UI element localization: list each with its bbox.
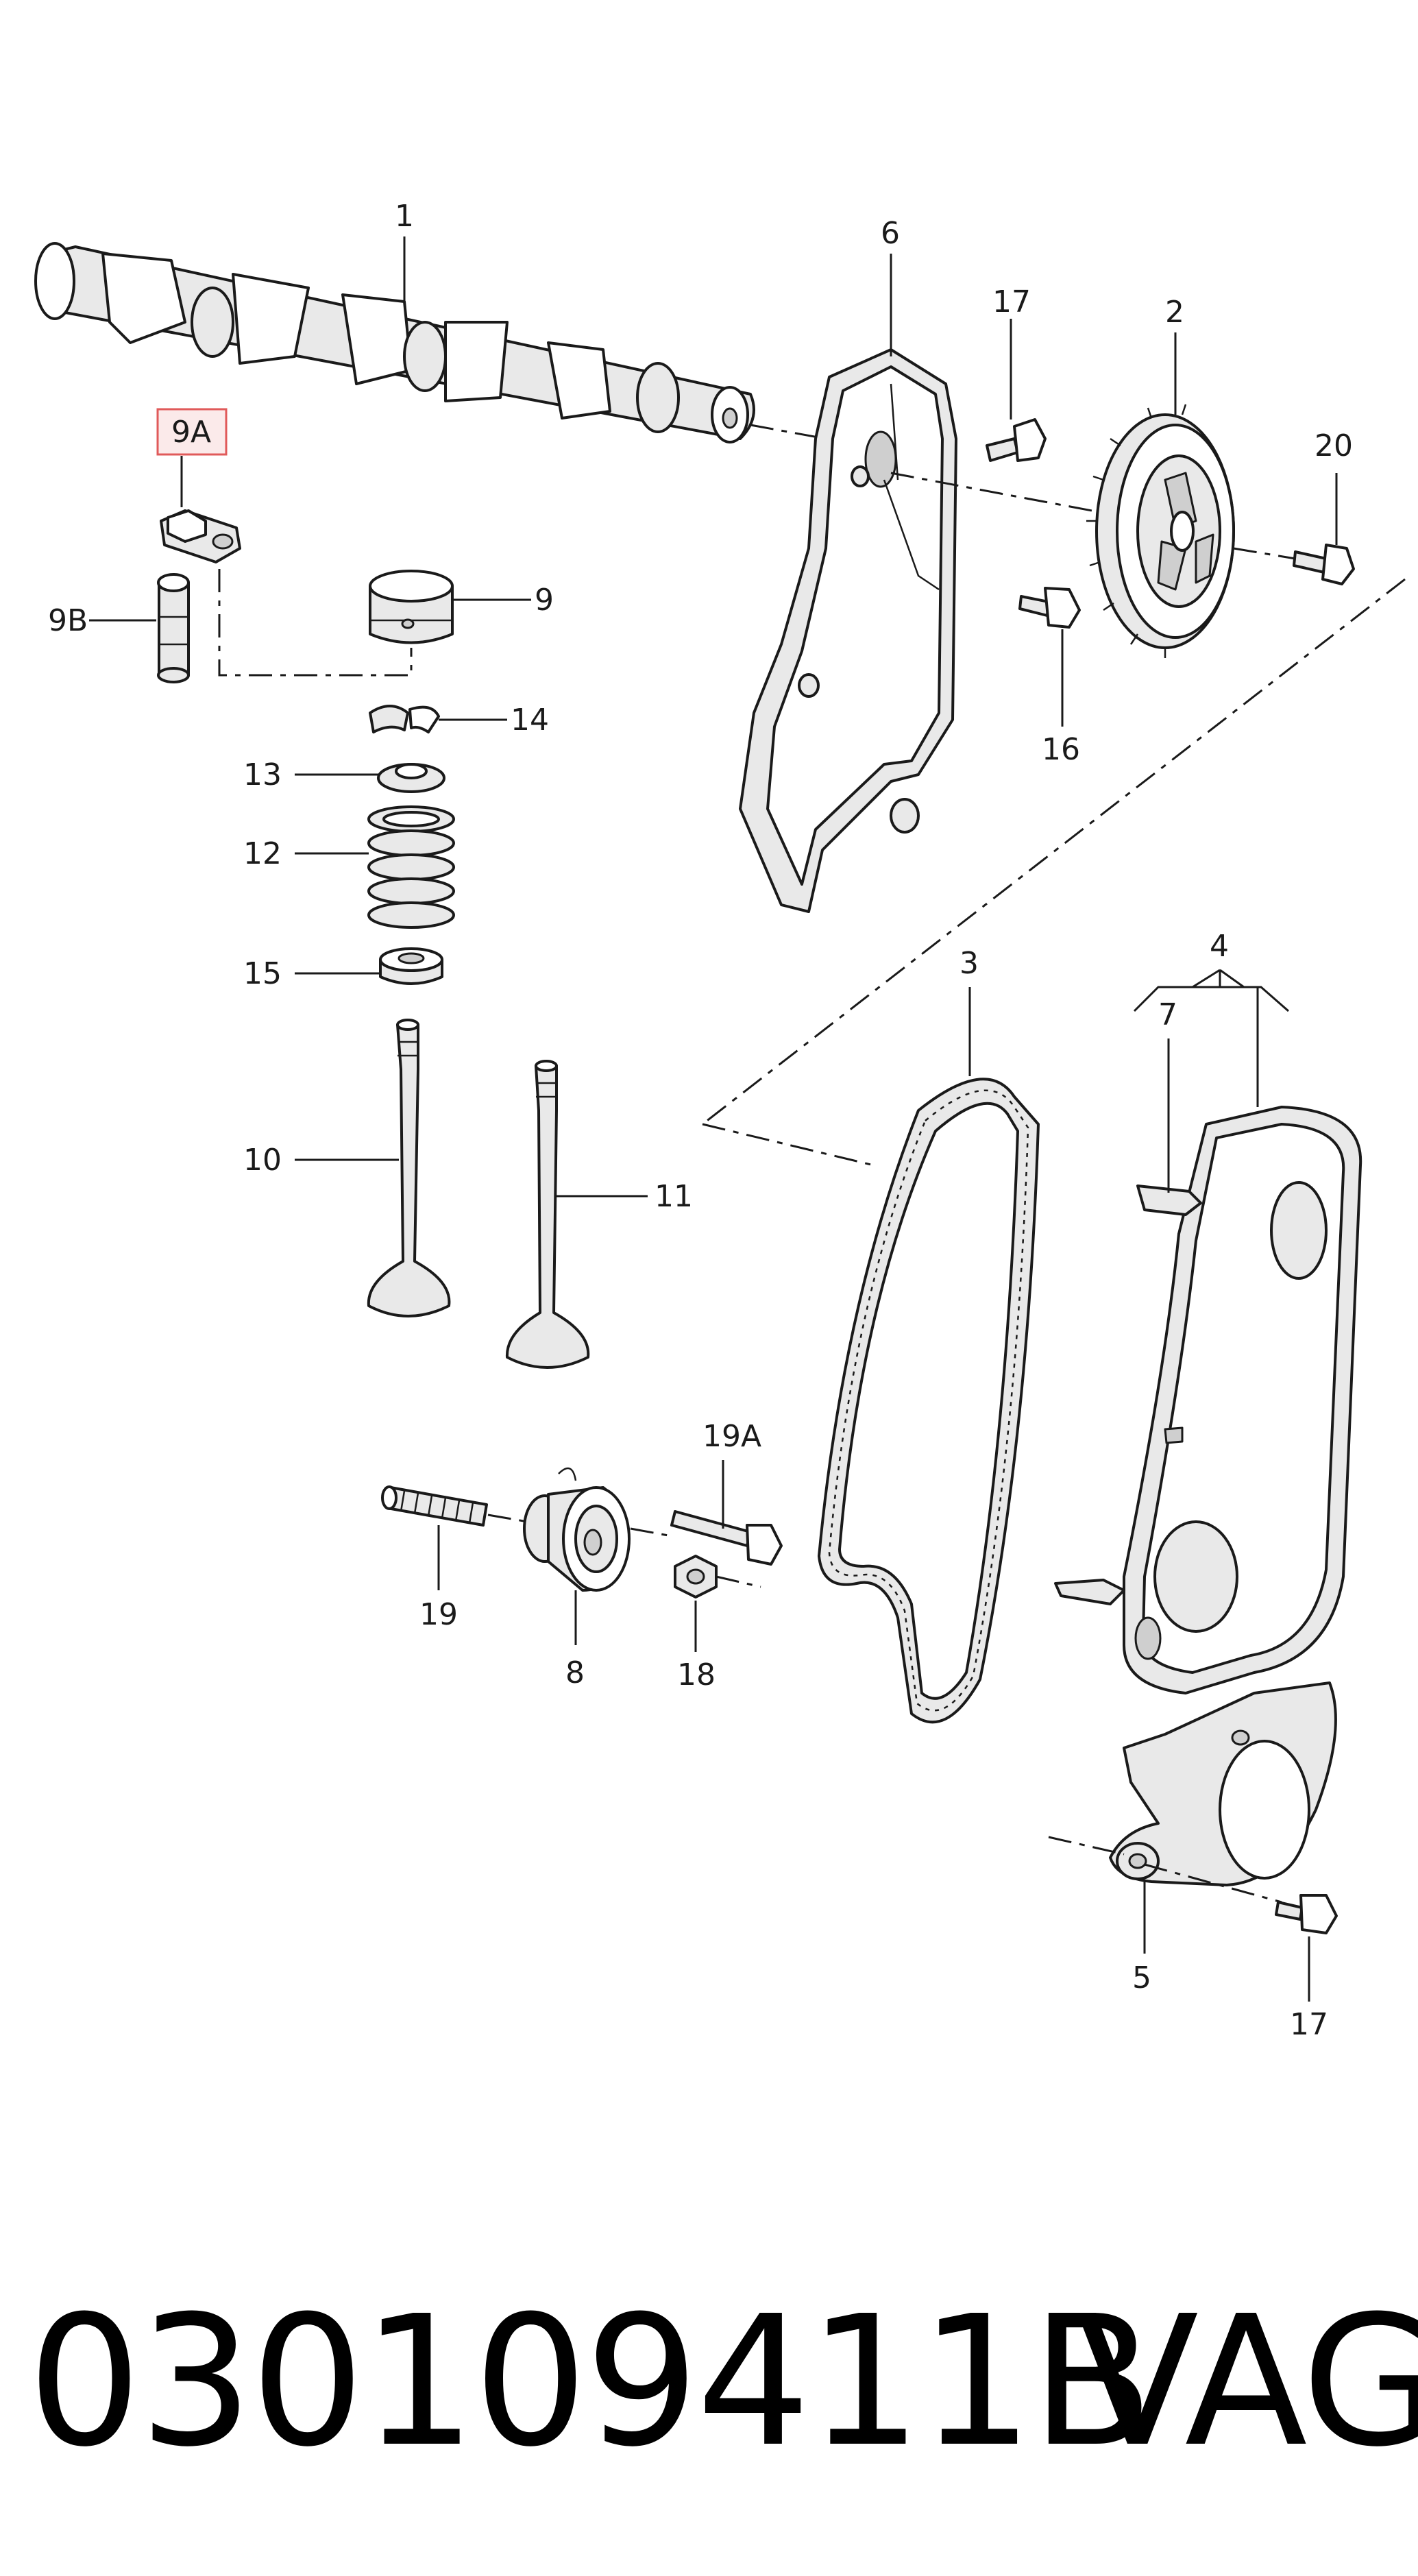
valve-stem-seal bbox=[379, 947, 443, 985]
callout-12: 12 bbox=[243, 836, 282, 871]
callout-10: 10 bbox=[243, 1143, 282, 1178]
callout-17b: 17 bbox=[1290, 2007, 1328, 2042]
nut-18 bbox=[674, 1555, 718, 1599]
highlight-box-9A bbox=[156, 408, 228, 456]
callout-15: 15 bbox=[243, 956, 282, 991]
camshaft-sprocket bbox=[1086, 404, 1235, 658]
hydraulic-lifter-9B bbox=[157, 573, 190, 683]
callout-18: 18 bbox=[677, 1657, 716, 1692]
valve-spring bbox=[367, 805, 455, 929]
bolt-bottom-17 bbox=[1275, 1894, 1338, 1934]
exploded-parts-diagram: 1 6 17 bbox=[34, 199, 1406, 2042]
callout-19: 19 bbox=[419, 1597, 458, 1632]
part-number: 030109411B bbox=[27, 2277, 1154, 2486]
bolt-19A bbox=[670, 1510, 783, 1566]
callout-9B: 9B bbox=[48, 603, 88, 638]
inner-timing-cover bbox=[739, 348, 957, 913]
exhaust-valve bbox=[505, 1060, 590, 1369]
callout-16: 16 bbox=[1042, 732, 1080, 767]
brand-name: VAG bbox=[1076, 2277, 1418, 2486]
callout-6: 6 bbox=[881, 216, 900, 251]
callout-2: 2 bbox=[1165, 295, 1184, 330]
callout-3: 3 bbox=[959, 946, 979, 981]
camshaft bbox=[34, 242, 755, 443]
timing-belt bbox=[818, 1078, 1040, 1724]
callout-13: 13 bbox=[243, 757, 282, 792]
footer: 030109411B VAG bbox=[27, 2269, 1418, 2495]
belt-tensioner bbox=[523, 1467, 631, 1592]
stud-19 bbox=[381, 1485, 488, 1527]
callout-5: 5 bbox=[1132, 1960, 1151, 1995]
rocker-arm-9A bbox=[160, 509, 241, 563]
callout-9: 9 bbox=[535, 583, 554, 618]
valve-cotters bbox=[369, 705, 440, 733]
bucket-tappet bbox=[369, 570, 454, 644]
callout-7: 7 bbox=[1158, 997, 1177, 1032]
callout-11: 11 bbox=[655, 1179, 693, 1214]
bolt-top-17 bbox=[986, 418, 1047, 462]
lower-timing-cover bbox=[1109, 1681, 1337, 1886]
callout-9A: 9A bbox=[171, 415, 211, 450]
callout-14: 14 bbox=[511, 703, 549, 738]
callout-1: 1 bbox=[395, 199, 414, 234]
outer-timing-cover bbox=[1054, 1106, 1362, 1694]
intake-valve bbox=[367, 1019, 451, 1317]
callout-20: 20 bbox=[1315, 428, 1353, 463]
callout-17a: 17 bbox=[992, 284, 1031, 319]
callout-4: 4 bbox=[1210, 929, 1229, 964]
bolt-16 bbox=[1018, 587, 1081, 629]
callout-19A: 19A bbox=[702, 1419, 761, 1454]
callout-8: 8 bbox=[565, 1655, 585, 1690]
bolt-20 bbox=[1293, 544, 1355, 585]
spring-retainer bbox=[377, 763, 445, 793]
